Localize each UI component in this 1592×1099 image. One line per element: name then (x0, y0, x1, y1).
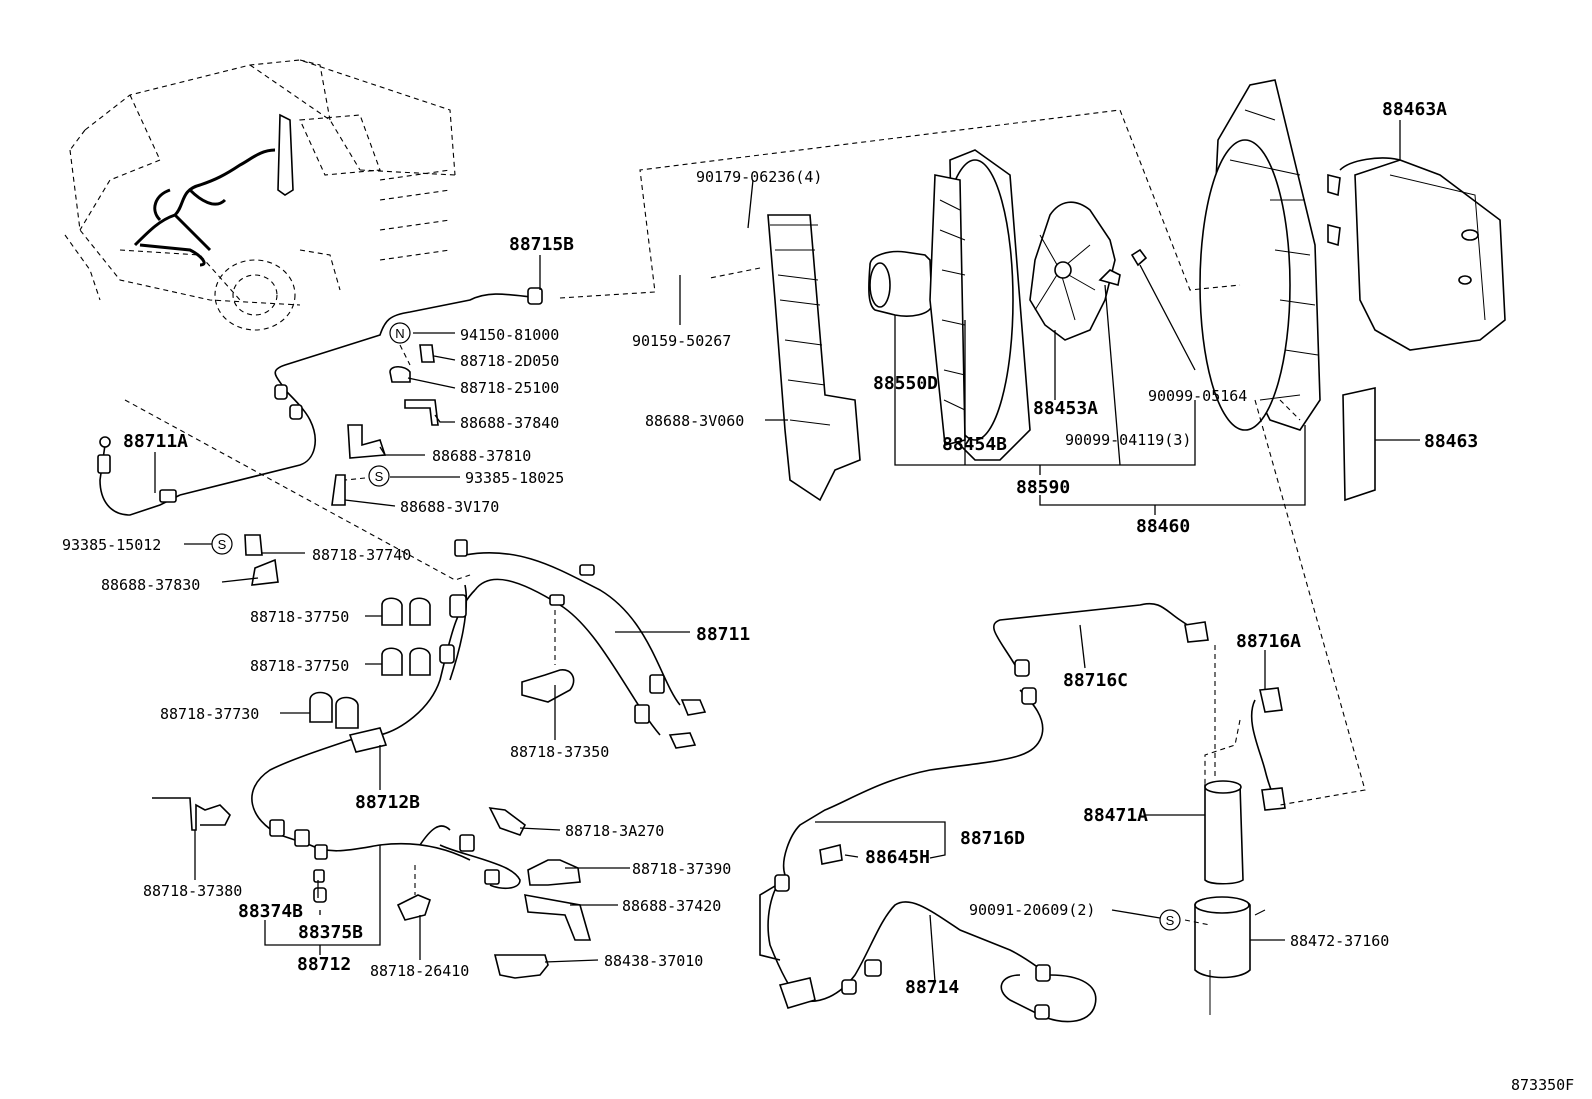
s-symbol-c (1159, 909, 1181, 931)
label-88718-37750-a: 88718-37750 (250, 608, 349, 626)
right-pipe-system: S (759, 602, 1286, 1023)
label-90099-04119: 90099-04119(3) (1065, 431, 1191, 449)
label-88716C: 88716C (1063, 670, 1128, 691)
reference-dashed-lines (124, 109, 1366, 926)
label-88718-2D050: 88718-2D050 (460, 352, 559, 370)
label-88463: 88463 (1424, 431, 1478, 452)
label-88718-37730: 88718-37730 (160, 705, 259, 723)
label-88688-37420: 88688-37420 (622, 897, 721, 915)
label-88590: 88590 (1016, 477, 1070, 498)
label-88472-37160: 88472-37160 (1290, 932, 1389, 950)
label-94150-81000: 94150-81000 (460, 326, 559, 344)
label-88718-37750-b: 88718-37750 (250, 657, 349, 675)
label-88454B: 88454B (942, 434, 1007, 455)
leader-lines (154, 120, 1420, 983)
n-symbol-text: N (395, 326, 404, 341)
label-88688-3V170: 88688-3V170 (400, 498, 499, 516)
label-88718-37740: 88718-37740 (312, 546, 411, 564)
label-88645H: 88645H (865, 847, 930, 868)
label-88463A: 88463A (1382, 99, 1447, 120)
label-88688-37840: 88688-37840 (460, 414, 559, 432)
label-88714: 88714 (905, 977, 959, 998)
left-clamps: N S S (152, 322, 592, 979)
label-88374B: 88374B (238, 901, 303, 922)
s-symbol-a-text: S (375, 469, 384, 484)
label-88712: 88712 (297, 954, 351, 975)
s-symbol-c-text: S (1166, 913, 1175, 928)
label-90179-06236: 90179-06236(4) (696, 168, 822, 186)
label-88718-3A270: 88718-3A270 (565, 822, 664, 840)
label-88711A: 88711A (123, 431, 188, 452)
label-90091-20609: 90091-20609(2) (969, 901, 1095, 919)
fan-assembly (767, 79, 1506, 502)
diagram-code: 873350F (1511, 1076, 1574, 1094)
truck-illustration (64, 59, 456, 331)
label-88688-37810: 88688-37810 (432, 447, 531, 465)
label-88438-37010: 88438-37010 (604, 952, 703, 970)
label-88715B: 88715B (509, 234, 574, 255)
label-88718-37350: 88718-37350 (510, 743, 609, 761)
part-labels: 88715B 94150-81000 88718-2D050 88718-251… (62, 99, 1574, 1094)
label-88460: 88460 (1136, 516, 1190, 537)
label-93385-15012: 93385-15012 (62, 536, 161, 554)
label-93385-18025: 93385-18025 (465, 469, 564, 487)
label-88718-26410: 88718-26410 (370, 962, 469, 980)
label-88716D: 88716D (960, 828, 1025, 849)
label-88688-3V060: 88688-3V060 (645, 412, 744, 430)
label-88688-37830: 88688-37830 (101, 576, 200, 594)
label-88718-37380: 88718-37380 (143, 882, 242, 900)
label-90099-05164: 90099-05164 (1148, 387, 1247, 405)
label-88471A: 88471A (1083, 805, 1148, 826)
n-symbol (389, 322, 411, 344)
s-symbol-b-text: S (218, 537, 227, 552)
label-90159-50267: 90159-50267 (632, 332, 731, 350)
s-symbol-a (368, 465, 390, 487)
label-88718-37390: 88718-37390 (632, 860, 731, 878)
label-88718-25100: 88718-25100 (460, 379, 559, 397)
label-88712B: 88712B (355, 792, 420, 813)
label-88375B: 88375B (298, 922, 363, 943)
label-88453A: 88453A (1033, 398, 1098, 419)
label-88711: 88711 (696, 624, 750, 645)
label-88716A: 88716A (1236, 631, 1301, 652)
label-88550D: 88550D (873, 373, 938, 394)
